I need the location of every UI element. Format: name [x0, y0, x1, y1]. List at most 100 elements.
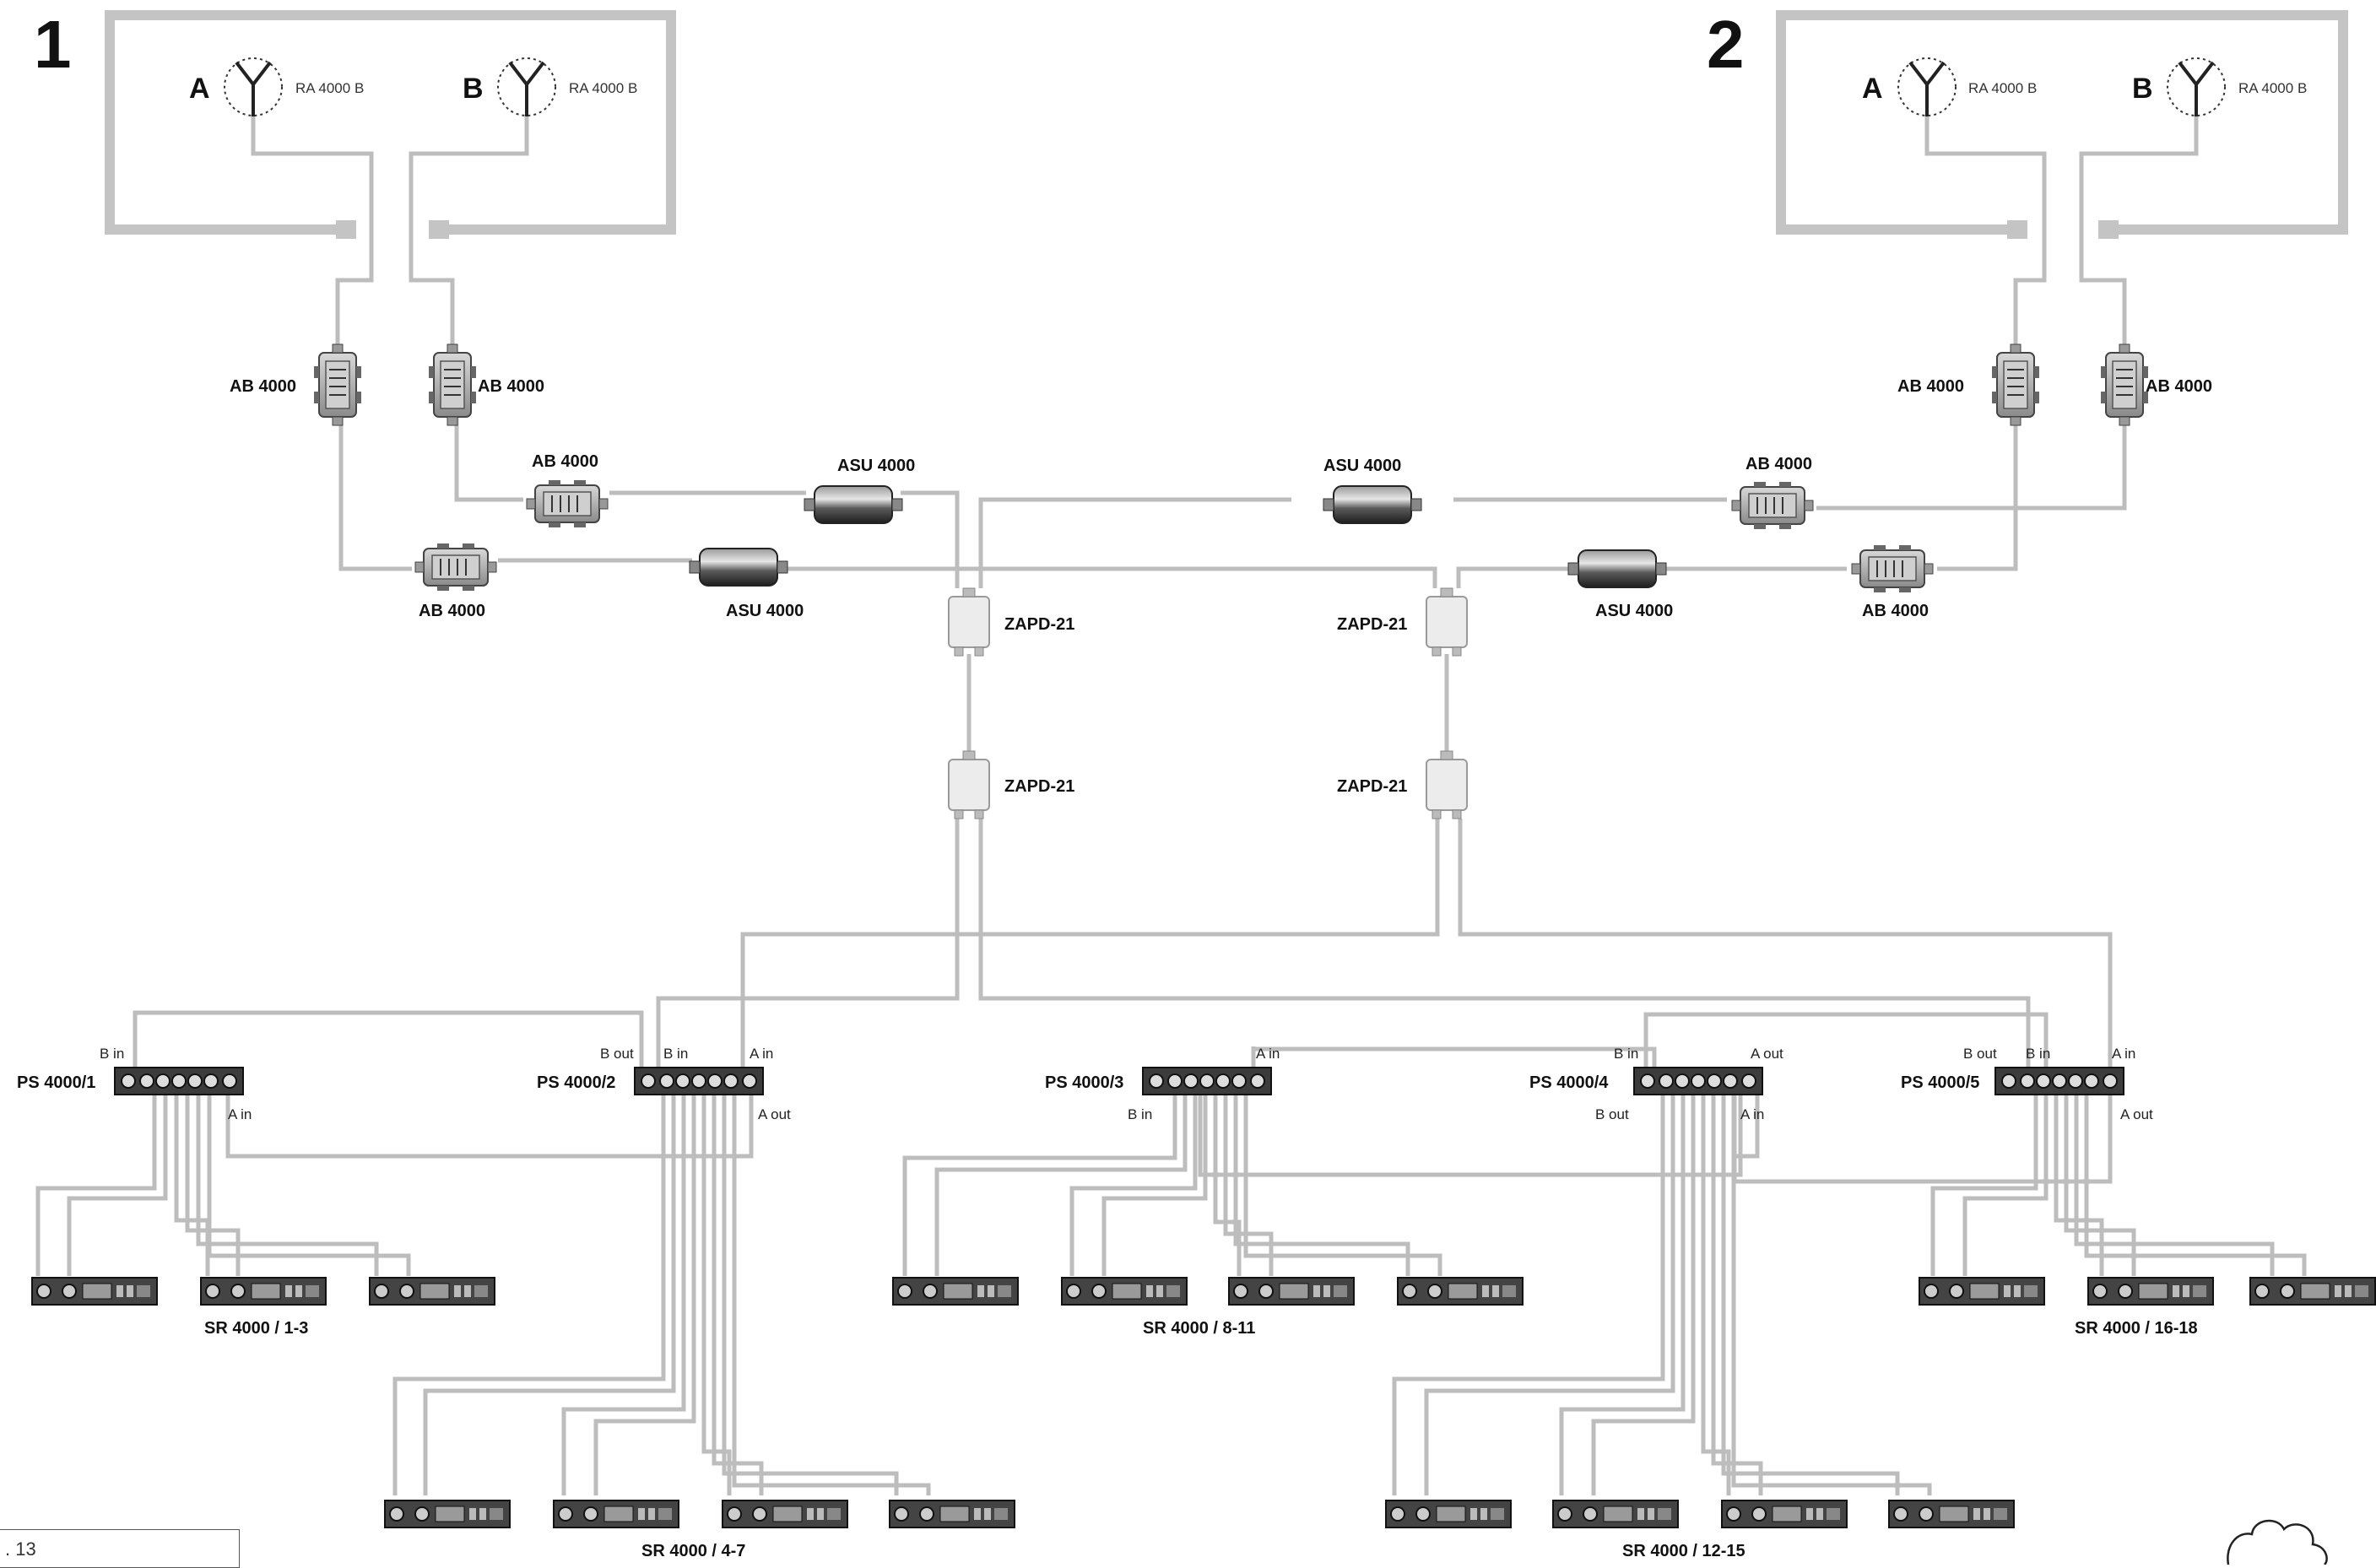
port-label: B out — [600, 1046, 634, 1062]
receiver-group-label: SR 4000 / 1-3 — [204, 1319, 308, 1338]
booster-label: AB 4000 — [532, 452, 598, 471]
receiver — [2087, 1277, 2214, 1306]
port-label: A out — [758, 1106, 791, 1122]
antenna-model: RA 4000 B — [1968, 80, 2037, 96]
port-label: A out — [1751, 1046, 1783, 1062]
antenna-letter: B — [463, 73, 484, 105]
asu-label: ASU 4000 — [1323, 457, 1401, 475]
receiver — [1919, 1277, 2045, 1306]
antenna-model: RA 4000 B — [569, 80, 637, 96]
receiver-group-label: SR 4000 / 12-15 — [1622, 1542, 1745, 1560]
booster-1a-inline: AB 4000 — [414, 543, 497, 620]
port-label: B in — [1614, 1046, 1638, 1062]
receiver — [1385, 1500, 1512, 1528]
receiver — [889, 1500, 1015, 1528]
figure-caption: . 13 — [5, 1538, 36, 1560]
receiver — [892, 1277, 1019, 1306]
receiver — [2249, 1277, 2376, 1306]
booster-label: AB 4000 — [478, 377, 544, 396]
receiver-group-4-7: SR 4000 / 4-7 — [384, 1500, 1015, 1560]
antenna-icon — [1908, 61, 1946, 116]
port-label: B out — [1595, 1106, 1629, 1122]
antenna-2a: A RA 4000 B — [1862, 57, 2037, 116]
asu-label: ASU 4000 — [837, 457, 915, 475]
receiver — [31, 1277, 158, 1306]
ps-4000-2: PS 4000/2 B out B in A in A out — [537, 1046, 791, 1122]
receiver — [369, 1277, 495, 1306]
antenna-1a: A RA 4000 B — [189, 57, 364, 116]
asu-zone2-b: ASU 4000 — [1323, 457, 1422, 524]
receiver-group-16-18: SR 4000 / 16-18 — [1919, 1277, 2376, 1338]
ps-name: PS 4000/3 — [1045, 1073, 1123, 1092]
booster-1b-inline: AB 4000 — [526, 452, 609, 528]
splitter-label: ZAPD-21 — [1004, 777, 1074, 796]
antenna-icon — [2178, 61, 2215, 116]
port-label: B in — [2026, 1046, 2050, 1062]
splitter-left-bottom: ZAPD-21 — [948, 750, 1074, 819]
splitter-right-bottom: ZAPD-21 — [1337, 750, 1468, 819]
booster-label: AB 4000 — [230, 377, 296, 396]
asu-label: ASU 4000 — [1595, 602, 1673, 620]
booster-1b: AB 4000 — [428, 343, 544, 426]
antenna-letter: A — [1862, 73, 1883, 105]
receiver — [722, 1500, 848, 1528]
booster-1a: AB 4000 — [230, 343, 362, 426]
ps-4000-1: PS 4000/1 B in A in — [17, 1046, 252, 1122]
asu-zone1-b: ASU 4000 — [804, 457, 915, 524]
booster-label: AB 4000 — [1897, 377, 1964, 396]
receiver — [1888, 1500, 2015, 1528]
asu-label: ASU 4000 — [726, 602, 804, 620]
ps-4000-4: PS 4000/4 B in A out B out A in — [1529, 1046, 1783, 1122]
cable-network — [35, 116, 2307, 1495]
port-label: A out — [2120, 1106, 2153, 1122]
port-label: B out — [1963, 1046, 1997, 1062]
ps-name: PS 4000/2 — [537, 1073, 615, 1092]
receiver — [200, 1277, 327, 1306]
antenna-icon — [235, 61, 272, 116]
receiver-group-label: SR 4000 / 8-11 — [1143, 1319, 1255, 1338]
antenna-1b: B RA 4000 B — [463, 57, 637, 116]
asu-zone1-a: ASU 4000 — [689, 548, 804, 620]
receiver — [1061, 1277, 1188, 1306]
receiver — [1552, 1500, 1679, 1528]
antenna-2b: B RA 4000 B — [2132, 57, 2307, 116]
asu-zone2-a: ASU 4000 — [1567, 549, 1673, 620]
antenna-model: RA 4000 B — [2238, 80, 2307, 96]
port-label: A in — [1256, 1046, 1280, 1062]
receiver — [1397, 1277, 1524, 1306]
port-label: B in — [1128, 1106, 1152, 1122]
port-label: A in — [750, 1046, 773, 1062]
zone-1-frame — [105, 10, 676, 239]
ps-4000-5: PS 4000/5 B out B in A in A out — [1901, 1046, 2153, 1122]
splitter-label: ZAPD-21 — [1004, 615, 1074, 634]
ps-name: PS 4000/1 — [17, 1073, 95, 1092]
booster-2a-inline: AB 4000 — [1851, 544, 1934, 620]
splitter-label: ZAPD-21 — [1337, 777, 1407, 796]
booster-2a: AB 4000 — [1897, 343, 2040, 426]
receiver-group-12-15: SR 4000 / 12-15 — [1385, 1500, 2015, 1560]
zone-1-number: 1 — [34, 7, 72, 82]
port-label: A in — [1740, 1106, 1764, 1122]
splitter-left-top: ZAPD-21 — [948, 587, 1074, 657]
ps-name: PS 4000/4 — [1529, 1073, 1609, 1092]
splitter-label: ZAPD-21 — [1337, 615, 1407, 634]
ps-4000-3: PS 4000/3 A in B in — [1045, 1046, 1280, 1122]
port-label: A in — [2112, 1046, 2135, 1062]
antenna-model: RA 4000 B — [295, 80, 364, 96]
antenna-letter: A — [189, 73, 210, 105]
logo-cloud-icon — [2227, 1519, 2328, 1565]
port-label: B in — [663, 1046, 688, 1062]
booster-label: AB 4000 — [2146, 377, 2212, 396]
port-label: B in — [100, 1046, 124, 1062]
booster-label: AB 4000 — [1745, 455, 1812, 473]
zone-2-frame — [1776, 10, 2348, 239]
receiver — [384, 1500, 511, 1528]
receiver-group-8-11: SR 4000 / 8-11 — [892, 1277, 1524, 1338]
receiver — [1721, 1500, 1848, 1528]
receiver-group-label: SR 4000 / 16-18 — [2075, 1319, 2198, 1338]
antenna-icon — [508, 61, 545, 116]
ps-name: PS 4000/5 — [1901, 1073, 1979, 1092]
booster-label: AB 4000 — [419, 602, 485, 620]
receiver-group-label: SR 4000 / 4-7 — [641, 1542, 745, 1560]
